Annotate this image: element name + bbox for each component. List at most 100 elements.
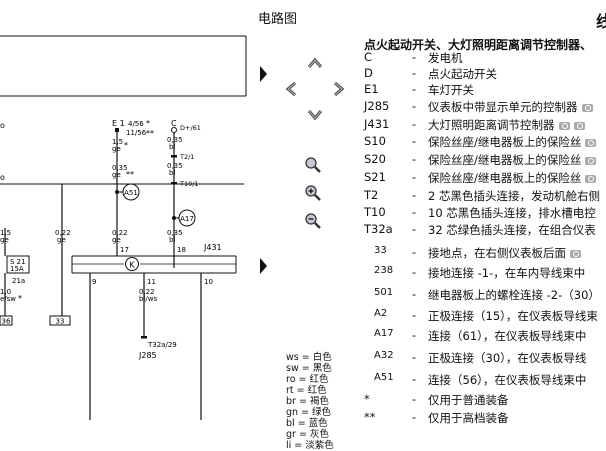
label-15b: 1,5 bbox=[0, 229, 11, 237]
camera-icon[interactable] bbox=[585, 156, 597, 165]
legend-desc: 2 芯黑色插头连接，发动机舱右侧 bbox=[428, 189, 600, 203]
legend-dash: - bbox=[412, 245, 417, 259]
zoom-out-icon[interactable] bbox=[304, 212, 322, 230]
label-blws: bl/ws bbox=[139, 295, 157, 303]
legend-dash: - bbox=[412, 392, 417, 406]
fuse-s21 bbox=[6, 255, 30, 274]
legend-desc: 连接（61），在仪表板导线束中 bbox=[428, 329, 587, 343]
legend-dash: - bbox=[412, 372, 417, 386]
legend-code: E1 bbox=[364, 82, 379, 96]
legend-code: ** bbox=[364, 410, 376, 424]
label-36: 36 bbox=[2, 318, 11, 326]
node-a51 bbox=[115, 190, 119, 194]
page-next-arrow-icon[interactable] bbox=[258, 256, 268, 280]
label-15a: 1,5 bbox=[112, 138, 123, 146]
label-022a: 0,22 bbox=[55, 229, 71, 237]
label-10: 1,0 bbox=[0, 288, 11, 296]
label-456: 4/56 bbox=[128, 120, 144, 128]
color-code-entry: sw = 黑色 bbox=[286, 363, 332, 374]
legend-code: J431 bbox=[364, 117, 390, 131]
legend-desc: 继电器板上的螺栓连接 -2-（30） bbox=[428, 288, 600, 302]
legend-dash: - bbox=[412, 134, 417, 148]
label-sw: e/sw bbox=[0, 295, 16, 303]
ground-33-box bbox=[49, 315, 71, 326]
legend-title: 点火起动开关、大灯照明距离调节控制器、 bbox=[364, 38, 593, 52]
plug-t32 bbox=[141, 336, 147, 339]
legend-dash: - bbox=[412, 117, 417, 131]
legend-desc: 发电机 bbox=[428, 51, 463, 65]
label-bl-b: bl bbox=[169, 169, 175, 177]
legend-desc: 接地点，在右侧仪表板后面 bbox=[428, 246, 566, 260]
legend-code: S20 bbox=[364, 152, 386, 166]
legend-code: C bbox=[364, 50, 373, 64]
label-pin11: 11 bbox=[147, 278, 156, 286]
camera-icon[interactable] bbox=[585, 174, 597, 183]
label-15A: 15A bbox=[10, 265, 24, 273]
camera-icon[interactable] bbox=[570, 249, 581, 258]
legend-code: T32a bbox=[364, 222, 393, 236]
circuit-diagram[interactable]: o o E 1 4/56 * 11/56 ** 1,5 ge * 0,35 ge… bbox=[0, 0, 252, 450]
label-bl-a: bl bbox=[169, 143, 175, 151]
camera-icon[interactable] bbox=[581, 103, 593, 112]
label-s21: S 21 bbox=[10, 258, 26, 266]
ground-36-box bbox=[0, 315, 13, 326]
legend-dash: - bbox=[412, 410, 417, 424]
camera-icon[interactable] bbox=[558, 121, 570, 130]
legend-desc: 仅用于高档装备 bbox=[428, 411, 509, 425]
legend-desc: 大灯照明距离调节控制器 bbox=[428, 118, 555, 132]
label-star-5: * bbox=[18, 294, 22, 303]
pan-down-icon[interactable] bbox=[306, 106, 324, 124]
label-035a: 0,35 bbox=[112, 164, 128, 172]
legend-desc: 保险丝座/继电器板上的保险丝 bbox=[428, 171, 582, 185]
legend-dash: - bbox=[412, 99, 417, 113]
j431-ground-symbol bbox=[125, 257, 139, 271]
label-33: 33 bbox=[56, 318, 65, 326]
pan-left-icon[interactable] bbox=[282, 80, 300, 98]
legend-desc: 正极连接（15），在仪表板导线束 bbox=[428, 309, 598, 323]
label-pin10: 10 bbox=[204, 278, 213, 286]
label-ge-d: ge bbox=[57, 236, 66, 244]
plug-t101 bbox=[171, 182, 177, 185]
legend-code: J285 bbox=[364, 99, 390, 113]
legend-code: 501 bbox=[374, 287, 394, 298]
legend-dash: - bbox=[412, 205, 417, 219]
color-code-entry: bl = 蓝色 bbox=[286, 418, 328, 429]
label-j431: J431 bbox=[203, 243, 222, 252]
color-code-entry: rt = 红色 bbox=[286, 385, 327, 396]
camera-icon[interactable] bbox=[573, 121, 585, 130]
legend-desc: 连接（56），在仪表板导线束中 bbox=[428, 373, 587, 387]
color-code-entry: gr = 灰色 bbox=[286, 429, 329, 440]
label-ge-e: ge bbox=[112, 236, 121, 244]
legend-code: A32 bbox=[374, 350, 394, 361]
legend-dash: - bbox=[412, 350, 417, 364]
page-prev-arrow-icon[interactable] bbox=[258, 64, 268, 88]
label-c: C bbox=[171, 119, 177, 128]
left-label-o2: o bbox=[0, 173, 5, 182]
label-pin18: 18 bbox=[177, 246, 186, 254]
label-bl-c: bl bbox=[169, 236, 175, 244]
legend-code: A2 bbox=[374, 308, 388, 319]
label-1156: 11/56 bbox=[126, 129, 147, 137]
legend-code: S10 bbox=[364, 134, 386, 148]
label-t21: T2/1 bbox=[179, 153, 194, 161]
camera-icon[interactable] bbox=[585, 138, 597, 147]
zoom-fit-icon[interactable] bbox=[304, 156, 322, 174]
legend-desc: 点火起动开关 bbox=[428, 67, 497, 81]
legend-code: A51 bbox=[374, 372, 394, 383]
zoom-in-icon[interactable] bbox=[304, 184, 322, 202]
legend-dash: - bbox=[412, 188, 417, 202]
legend-desc: 正极连接（30），在仪表板导线 bbox=[428, 351, 587, 365]
left-label-o: o bbox=[0, 121, 5, 130]
label-a17: A17 bbox=[180, 215, 194, 223]
pan-right-icon[interactable] bbox=[330, 80, 348, 98]
pan-up-icon[interactable] bbox=[306, 54, 324, 72]
legend-dash: - bbox=[412, 170, 417, 184]
legend-dash: - bbox=[412, 265, 417, 279]
legend-desc: 车灯开关 bbox=[428, 83, 474, 97]
label-21a: 21a bbox=[12, 277, 25, 285]
legend-dash: - bbox=[412, 328, 417, 342]
label-035d: 0,35 bbox=[167, 229, 183, 237]
label-k: K bbox=[129, 261, 135, 270]
e1-terminal bbox=[115, 128, 119, 132]
color-code-entry: br = 褐色 bbox=[286, 396, 329, 407]
